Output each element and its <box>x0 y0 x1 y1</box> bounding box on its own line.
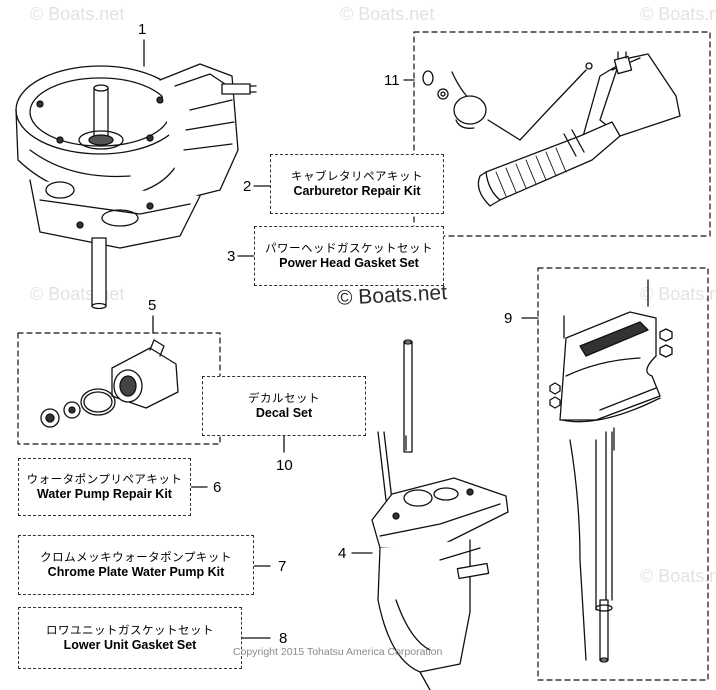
kit-label-japanese: デカルセット <box>248 391 320 405</box>
kit-label-english: Power Head Gasket Set <box>279 256 419 270</box>
callout-number: 9 <box>504 310 513 327</box>
callout-number: 1 <box>138 21 147 38</box>
kit-label-english: Carburetor Repair Kit <box>293 184 421 198</box>
callout-number: 7 <box>278 558 287 575</box>
watermark-text: © Boats.net <box>30 4 125 24</box>
chrome-plate-water-pump-kit-box: クロムメッキウォータポンプキット Chrome Plate Water Pump… <box>18 535 254 595</box>
drive-shaft-housing-illustration <box>521 267 709 681</box>
decal-set-box: デカルセット Decal Set <box>202 376 366 436</box>
lower-unit-illustration <box>351 339 509 690</box>
kit-label-japanese: パワーヘッドガスケットセット <box>265 241 433 255</box>
kit-label-english: Lower Unit Gasket Set <box>63 638 197 652</box>
callout-number: 3 <box>227 248 236 265</box>
kit-label-english: Water Pump Repair Kit <box>37 487 172 501</box>
watermark-text: © Boats.net <box>640 4 716 24</box>
power-head-illustration <box>15 39 257 310</box>
callout-number: 4 <box>338 545 347 562</box>
callout-number: 10 <box>276 457 293 474</box>
kit-label-english: Decal Set <box>255 406 313 420</box>
callout-number: 6 <box>213 479 222 496</box>
watermark-text: © Boats.net <box>340 4 435 24</box>
kit-label-japanese: ウォータポンプリペアキット <box>26 472 183 486</box>
callout-number: 8 <box>279 630 288 647</box>
water-pump-parts-illustration <box>17 315 221 445</box>
tiller-handle-illustration <box>403 31 711 237</box>
carburetor-repair-kit-box: キャブレタリペアキット Carburetor Repair Kit <box>270 154 444 214</box>
callout-number: 5 <box>148 297 157 314</box>
callout-number: 2 <box>243 178 252 195</box>
copyright-notice: Copyright 2015 Tohatsu America Corporati… <box>233 646 443 658</box>
kit-label-japanese: クロムメッキウォータポンプキット <box>40 550 232 564</box>
watermark-text: © Boats.net <box>640 566 716 586</box>
callout-number: 11 <box>384 72 400 89</box>
kit-label-english: Chrome Plate Water Pump Kit <box>47 565 225 579</box>
watermark-text: © Boats.net <box>640 284 716 304</box>
power-head-gasket-set-box: パワーヘッドガスケットセット Power Head Gasket Set <box>254 226 444 286</box>
leader-lines <box>190 185 285 639</box>
lower-unit-gasket-set-box: ロワユニットガスケットセット Lower Unit Gasket Set <box>18 607 242 669</box>
kit-label-japanese: ロワユニットガスケットセット <box>46 623 214 637</box>
water-pump-repair-kit-box: ウォータポンプリペアキット Water Pump Repair Kit <box>18 458 191 516</box>
kit-label-japanese: キャブレタリペアキット <box>291 169 423 183</box>
